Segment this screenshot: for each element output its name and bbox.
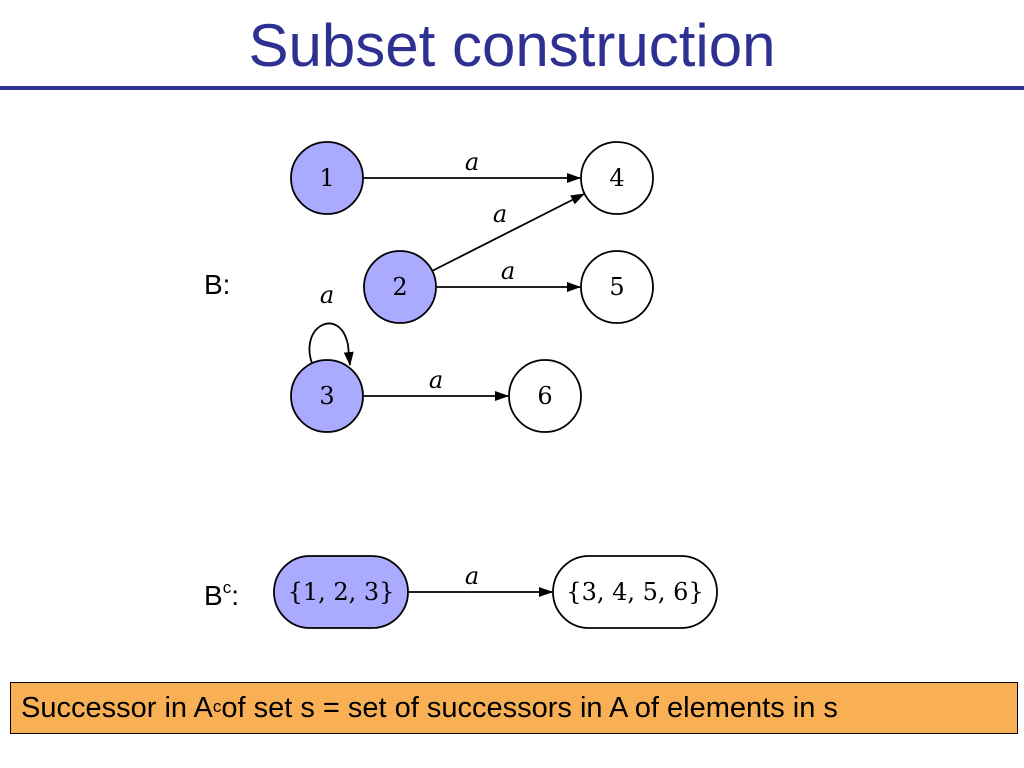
automaton-b-label: B: <box>204 269 231 300</box>
state-set-3456-label: {3, 4, 5, 6} <box>566 578 703 606</box>
edge-3-6-label: a <box>429 366 443 394</box>
state-5-label: 5 <box>609 273 624 301</box>
title-divider <box>0 86 1024 90</box>
state-set-123: {1, 2, 3} <box>273 555 409 629</box>
state-3-label: 3 <box>319 382 334 410</box>
edge-1-4-label: a <box>465 148 479 176</box>
edge-3-3-label: a <box>320 281 334 309</box>
state-1: 1 <box>290 141 364 215</box>
automaton-bc-label: Bc: <box>204 578 239 612</box>
state-4-label: 4 <box>609 164 624 192</box>
footer-sup: c <box>212 697 222 716</box>
bc-label-base: B <box>204 580 223 611</box>
edge-3-6: a <box>364 366 509 401</box>
state-6: 6 <box>508 359 582 433</box>
state-1-label: 1 <box>319 164 334 192</box>
edge-3-3-loop: a <box>308 281 354 367</box>
edge-2-5-label: a <box>501 257 515 285</box>
edge-2-5: a <box>437 257 581 292</box>
bc-label-suffix: : <box>231 580 239 611</box>
state-set-123-label: {1, 2, 3} <box>288 578 395 606</box>
state-6-label: 6 <box>537 382 552 410</box>
edge-s123-s3456-label: a <box>465 562 479 590</box>
edge-1-4: a <box>364 148 581 183</box>
state-4: 4 <box>580 141 654 215</box>
bc-label-sup: c <box>222 578 232 597</box>
state-2-label: 2 <box>392 273 407 301</box>
state-2: 2 <box>363 250 437 324</box>
page-title: Subset construction <box>248 12 776 79</box>
footer-text-2: of set s = set of successors in A of ele… <box>221 691 838 724</box>
state-3: 3 <box>290 359 364 433</box>
edge-2-4-label: a <box>493 200 507 228</box>
state-set-3456: {3, 4, 5, 6} <box>552 555 718 629</box>
footer-text-1: Successor in A <box>21 691 213 724</box>
edge-2-4: a <box>431 193 585 272</box>
state-5: 5 <box>580 250 654 324</box>
edge-s123-s3456: a <box>408 562 553 597</box>
